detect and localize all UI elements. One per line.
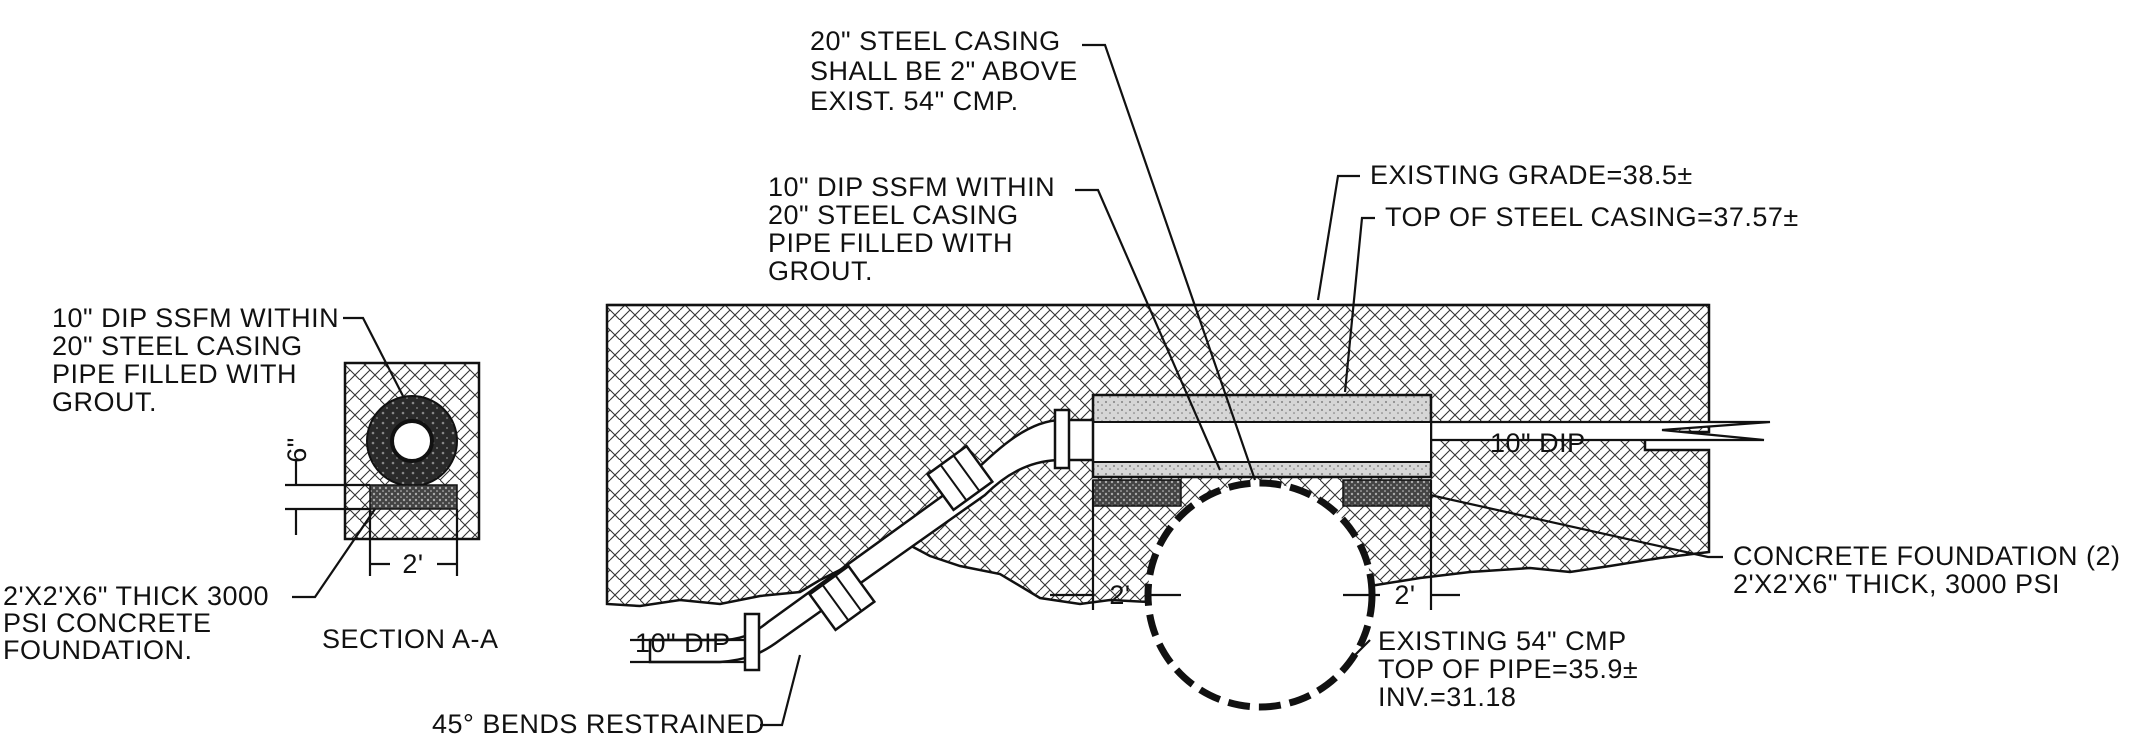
section-casing-note-line-4: GROUT.: [52, 387, 157, 417]
flange-lower: [743, 612, 761, 672]
casing-note-line-3: PIPE FILLED WITH: [768, 228, 1013, 258]
casing-note-line-2: 20" STEEL CASING: [768, 200, 1019, 230]
dip-left-label: 10" DIP: [635, 628, 731, 658]
section-foundation-note-line-3: FOUNDATION.: [3, 635, 193, 665]
casing-note-line-1: 10" DIP SSFM WITHIN: [768, 172, 1055, 202]
existing-grade-leader: [1316, 174, 1360, 301]
casing-note-line-4: GROUT.: [768, 256, 873, 286]
dim-six-label: 6": [282, 437, 312, 463]
restraint-coupling-upper: [925, 444, 995, 512]
cmp-note-line-2: TOP OF PIPE=35.9±: [1378, 654, 1638, 684]
section-title: SECTION A-A: [322, 624, 499, 654]
concrete-foundation-right: [1342, 479, 1432, 507]
casing-above-note-line-1: 20" STEEL CASING: [810, 26, 1061, 56]
dip-right-label: 10" DIP: [1490, 428, 1586, 458]
restraint-coupling-lower: [807, 564, 877, 632]
existing-cmp-circle: [1144, 479, 1376, 711]
cmp-note-line-3: INV.=31.18: [1378, 682, 1516, 712]
top-casing-note: TOP OF STEEL CASING=37.57±: [1385, 202, 1799, 232]
cmp-leader: [1349, 639, 1371, 661]
concrete-foundation-left: [1092, 479, 1182, 507]
foundation-note-line-1: CONCRETE FOUNDATION (2): [1733, 541, 2121, 571]
section-foundation-leader: [292, 508, 376, 599]
flange-upper: [1053, 408, 1071, 470]
foundation-leader: [1429, 493, 1723, 559]
section-dim-two-label: 2': [402, 549, 423, 579]
existing-grade-note: EXISTING GRADE=38.5±: [1370, 160, 1693, 190]
foundation-note-line-2: 2'X2'X6" THICK, 3000 PSI: [1733, 569, 2060, 599]
cmp-note-line-1: EXISTING 54" CMP: [1378, 626, 1627, 656]
bends-note: 45° BENDS RESTRAINED: [432, 709, 765, 738]
casing-above-note-line-3: EXIST. 54" CMP.: [810, 86, 1019, 116]
dip-right-breakline: [1426, 420, 1771, 442]
casing-inner-dip: [1092, 421, 1432, 463]
section-casing-leader: [343, 316, 404, 397]
dim-left-label: 2': [1109, 580, 1130, 610]
section-foundation-note-line-1: 2'X2'X6" THICK 3000: [3, 581, 269, 611]
section-foundation-note-line-2: PSI CONCRETE: [3, 608, 212, 638]
casing-note-leader: [1075, 188, 1222, 471]
bends-leader: [760, 654, 802, 727]
section-casing-note-line-2: 20" STEEL CASING: [52, 331, 303, 361]
top-casing-leader: [1343, 216, 1375, 393]
section-a-a: 6" 2' 10" DIP SSFM WITHIN 20" STEEL CASI…: [3, 303, 499, 665]
section-casing-note-line-1: 10" DIP SSFM WITHIN: [52, 303, 339, 333]
casing-above-note-line-2: SHALL BE 2" ABOVE: [810, 56, 1078, 86]
section-concrete-foundation: [369, 484, 458, 510]
casing-above-leader: [1082, 43, 1257, 481]
dim-right-label: 2': [1394, 580, 1415, 610]
section-casing-note-line-3: PIPE FILLED WITH: [52, 359, 297, 389]
profile-view: 10" DIP 10" DIP 2': [432, 26, 2121, 738]
section-dip-pipe: [390, 419, 434, 463]
